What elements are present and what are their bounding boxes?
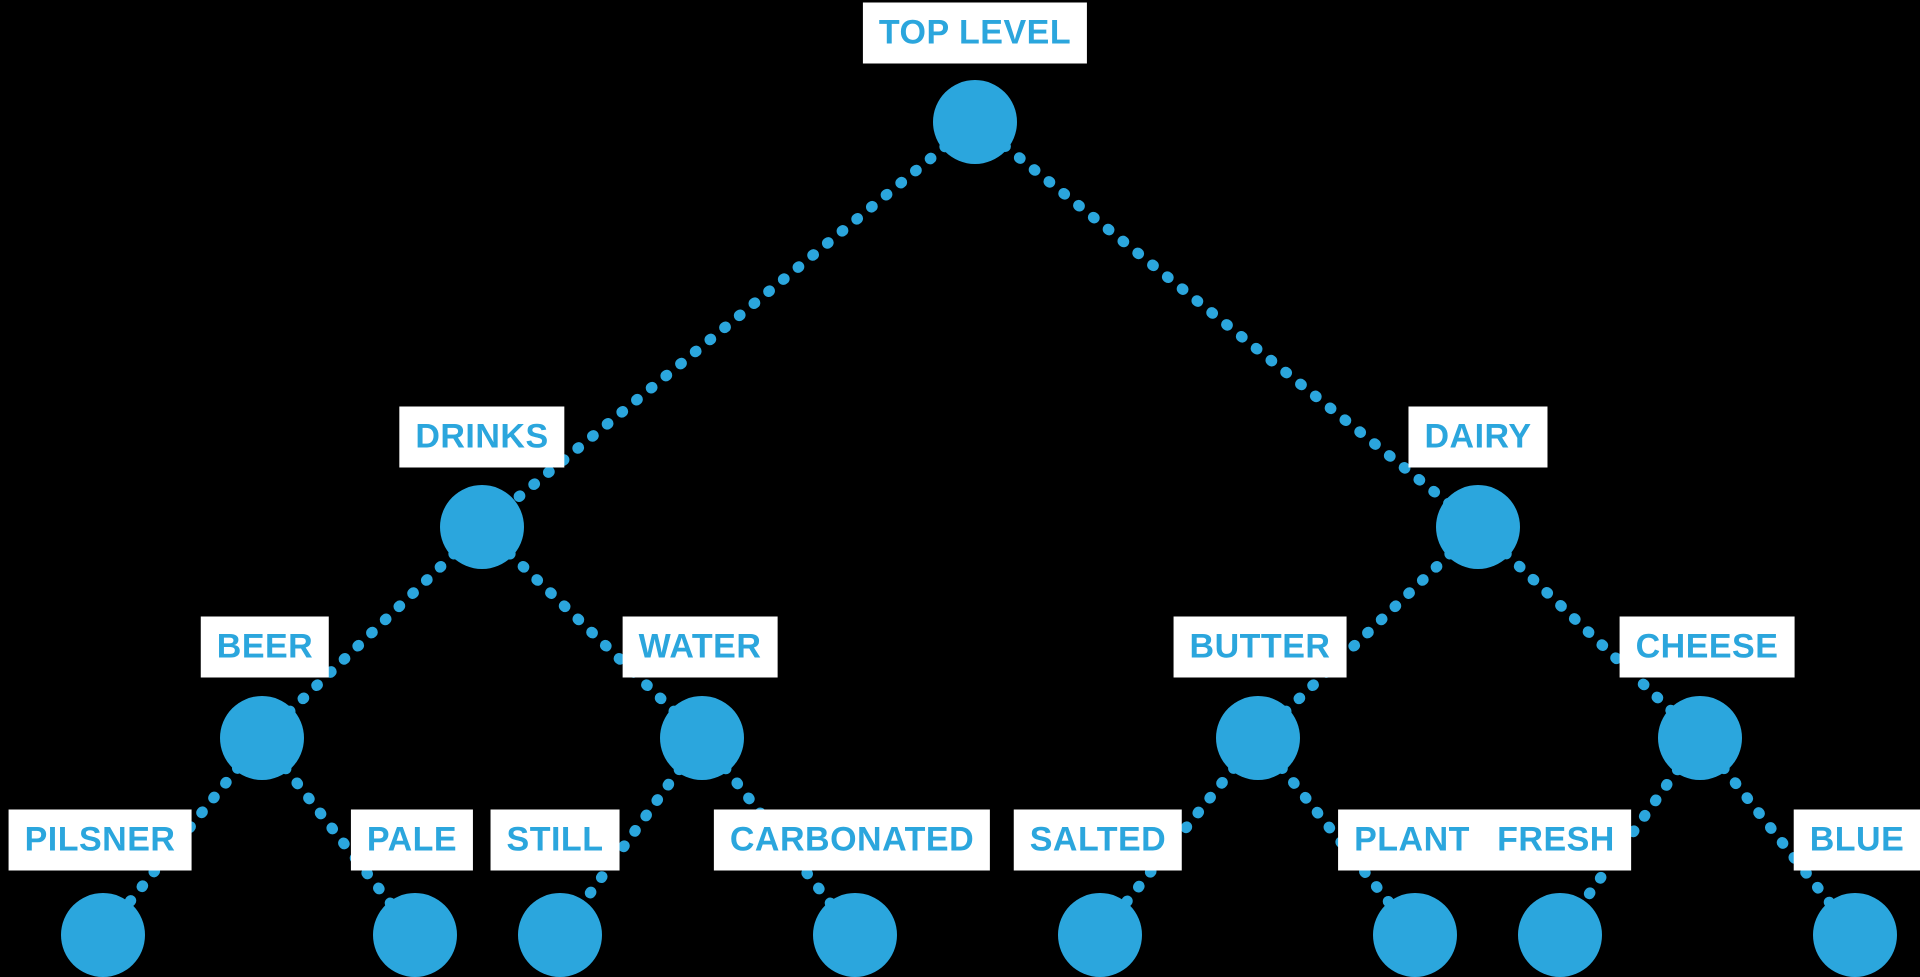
tree-node-butter[interactable] [1216,696,1300,780]
node-label-salted: SALTED [1013,809,1183,871]
tree-node-salted[interactable] [1058,893,1142,977]
tree-node-pale[interactable] [373,893,457,977]
tree-edge [969,116,1484,533]
node-label-carbonated: CARBONATED [713,809,991,871]
node-label-cheese: CHEESE [1619,616,1795,678]
tree-node-cheese[interactable] [1658,696,1742,780]
node-label-pilsner: PILSNER [8,809,192,871]
node-label-drinks: DRINKS [399,406,565,468]
node-label-dairy: DAIRY [1408,406,1548,468]
node-label-plant: PLANT [1338,809,1486,871]
tree-node-water[interactable] [660,696,744,780]
node-label-pale: PALE [350,809,474,871]
tree-node-blue[interactable] [1813,893,1897,977]
tree-node-top[interactable] [933,80,1017,164]
node-label-beer: BEER [200,616,330,678]
tree-node-plant[interactable] [1373,893,1457,977]
node-label-butter: BUTTER [1173,616,1347,678]
node-label-water: WATER [622,616,778,678]
tree-node-fresh[interactable] [1518,893,1602,977]
node-label-blue: BLUE [1793,809,1920,871]
tree-node-dairy[interactable] [1436,485,1520,569]
tree-node-beer[interactable] [220,696,304,780]
tree-node-drinks[interactable] [440,485,524,569]
tree-node-pilsner[interactable] [61,893,145,977]
tree-node-still[interactable] [518,893,602,977]
node-label-top: TOP LEVEL [862,2,1088,64]
node-label-still: STILL [490,809,620,871]
node-label-fresh: FRESH [1481,809,1631,871]
tree-node-carbonated[interactable] [813,893,897,977]
